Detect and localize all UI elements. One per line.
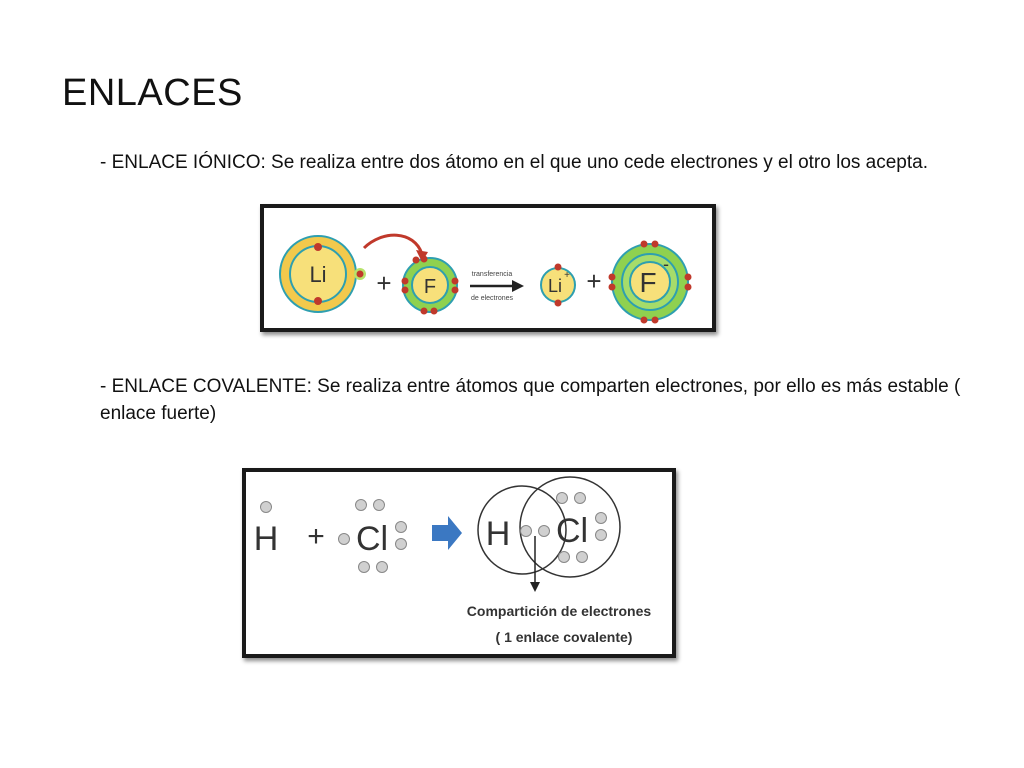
sharing-caption-line2: ( 1 enlace covalente) — [496, 629, 633, 645]
product-hydrogen-symbol: H — [486, 515, 511, 553]
covalent-plus-sign: + — [307, 520, 325, 553]
fluorine-symbol: F — [424, 276, 436, 298]
lithium-symbol: Li — [309, 262, 326, 287]
lithium-ion-symbol: Li — [548, 276, 562, 296]
transfer-label-line2: de electrones — [471, 295, 514, 302]
fluoride-ion-charge: - — [663, 254, 669, 274]
hydrogen-symbol: H — [254, 520, 279, 558]
hydrogen-shell — [477, 485, 567, 575]
lithium-ion-charge: + — [564, 270, 570, 281]
slide-title: ENLACES — [62, 72, 243, 114]
covalent-bond-diagram: H + Cl H Cl Compartición de electrones (… — [242, 468, 676, 658]
chlorine-shell — [519, 476, 621, 578]
lithium-ion: Li + — [540, 263, 576, 307]
ionic-bond-diagram: Li + F transferencia de electrones — [260, 204, 716, 332]
electron-transfer-arrow — [362, 233, 424, 255]
fluoride-ion-symbol: F — [639, 267, 656, 298]
transfer-label-line1: transferencia — [472, 271, 513, 278]
ionic-plus-sign: + — [376, 268, 391, 298]
reaction-arrow — [432, 516, 462, 550]
fluoride-ion: F - — [608, 240, 692, 324]
fluorine-atom: F — [401, 255, 459, 315]
lithium-atom: Li — [279, 235, 357, 313]
ionic-bond-description: - ENLACE IÓNICO: Se realiza entre dos át… — [100, 152, 928, 173]
covalent-bond-description: - ENLACE COVALENTE: Se realiza entre áto… — [100, 376, 961, 424]
chlorine-symbol: Cl — [356, 520, 388, 558]
product-chlorine-symbol: Cl — [556, 512, 588, 550]
ionic-product-plus-sign: + — [586, 266, 601, 296]
sharing-caption-line1: Compartición de electrones — [467, 603, 652, 619]
